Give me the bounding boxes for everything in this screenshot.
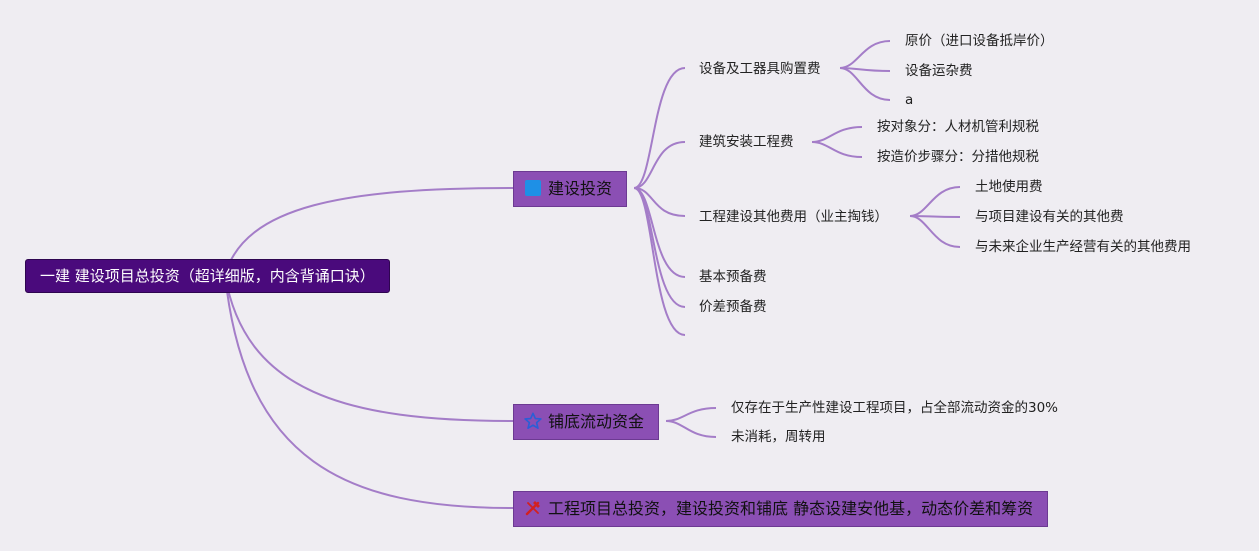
root-topic[interactable]: 一建 建设项目总投资（超详细版，内含背诵口诀） [25, 259, 390, 293]
topic-working-capital-label: 铺底流动资金 [548, 412, 645, 431]
connector-other-child-2 [909, 215, 961, 248]
topic-working-capital-scope[interactable]: 仅存在于生产性建设工程项目，占全部流动资金的30% [731, 398, 1058, 418]
topic-land-use-label: 土地使用费 [975, 179, 1043, 195]
topic-by-step-label: 按造价步骤分：分措他规税 [877, 149, 1039, 165]
topic-original-price-label: 原价（进口设备抵岸价） [905, 33, 1054, 49]
connector-other-child-0 [909, 186, 961, 217]
connector-install-child-1 [811, 141, 863, 158]
connector-other-child-1 [909, 215, 961, 218]
topic-equipment-freight[interactable]: 设备运杂费 [905, 61, 973, 81]
topic-project-related-label: 与项目建设有关的其他费 [975, 209, 1124, 225]
topic-other-costs-label: 工程建设其他费用（业主掏钱） [699, 209, 888, 225]
topic-basic-reserve[interactable]: 基本预备费 [699, 267, 767, 287]
topic-equipment-purchase-label: 设备及工器具购置费 [699, 61, 821, 77]
connector-construction-child-2 [633, 187, 686, 217]
topic-by-object[interactable]: 按对象分：人材机管利规税 [877, 117, 1039, 137]
topic-installation-cost-label: 建筑安装工程费 [699, 134, 794, 150]
connector-root-total [224, 274, 514, 509]
topic-total-investment-label: 工程项目总投资，建设投资和铺底 静态设建安他基，动态价差和筹资 [548, 499, 1034, 518]
topic-total-investment[interactable]: 工程项目总投资，建设投资和铺底 静态设建安他基，动态价差和筹资 [513, 491, 1049, 527]
connector-working-capital-child-0 [665, 407, 717, 422]
topic-installation-cost[interactable]: 建筑安装工程费 [699, 132, 794, 152]
topic-working-capital-turnover[interactable]: 未消耗，周转用 [731, 427, 826, 447]
topic-land-use[interactable]: 土地使用费 [975, 177, 1043, 197]
topic-project-related[interactable]: 与项目建设有关的其他费 [975, 207, 1124, 227]
topic-equipment-purchase[interactable]: 设备及工器具购置费 [699, 59, 821, 79]
connector-equipment-child-0 [839, 40, 891, 69]
topic-equipment-freight-label: 设备运杂费 [905, 63, 973, 79]
topic-by-object-label: 按对象分：人材机管利规税 [877, 119, 1039, 135]
topic-construction-investment-label: 建设投资 [548, 179, 613, 198]
connector-root-working-capital [224, 274, 514, 422]
topic-working-capital-scope-label: 仅存在于生产性建设工程项目，占全部流动资金的30% [731, 400, 1059, 416]
connector-equipment-child-2 [839, 67, 891, 101]
topic-basic-reserve-label: 基本预备费 [699, 269, 767, 285]
tools-icon [525, 501, 540, 516]
topic-price-reserve[interactable]: 价差预备费 [699, 297, 767, 317]
connector-working-capital-child-1 [665, 420, 717, 438]
topic-working-capital-turnover-label: 未消耗，周转用 [731, 429, 826, 445]
star-outline-icon [524, 412, 542, 430]
topic-future-operation[interactable]: 与未来企业生产经营有关的其他费用 [975, 237, 1191, 257]
root-topic-label: 一建 建设项目总投资（超详细版，内含背诵口诀） [40, 267, 375, 285]
connector-construction-child-1 [633, 141, 686, 189]
connector-construction-child-5 [633, 187, 686, 336]
topic-construction-investment[interactable]: 建设投资 [513, 171, 628, 207]
topic-by-step[interactable]: 按造价步骤分：分措他规税 [877, 147, 1039, 167]
connector-construction-child-3 [633, 187, 686, 278]
topic-a-label: a [905, 92, 914, 108]
connector-construction-child-0 [633, 67, 686, 189]
topic-future-operation-label: 与未来企业生产经营有关的其他费用 [975, 239, 1191, 255]
topic-other-costs[interactable]: 工程建设其他费用（业主掏钱） [699, 207, 888, 227]
topic-original-price[interactable]: 原价（进口设备抵岸价） [905, 31, 1054, 51]
topic-price-reserve-label: 价差预备费 [699, 299, 767, 315]
connector-root-construction [224, 187, 514, 276]
topic-working-capital[interactable]: 铺底流动资金 [513, 404, 660, 440]
connector-install-child-0 [811, 126, 863, 143]
blue-square-icon [525, 180, 541, 196]
topic-a[interactable]: a [905, 90, 913, 110]
